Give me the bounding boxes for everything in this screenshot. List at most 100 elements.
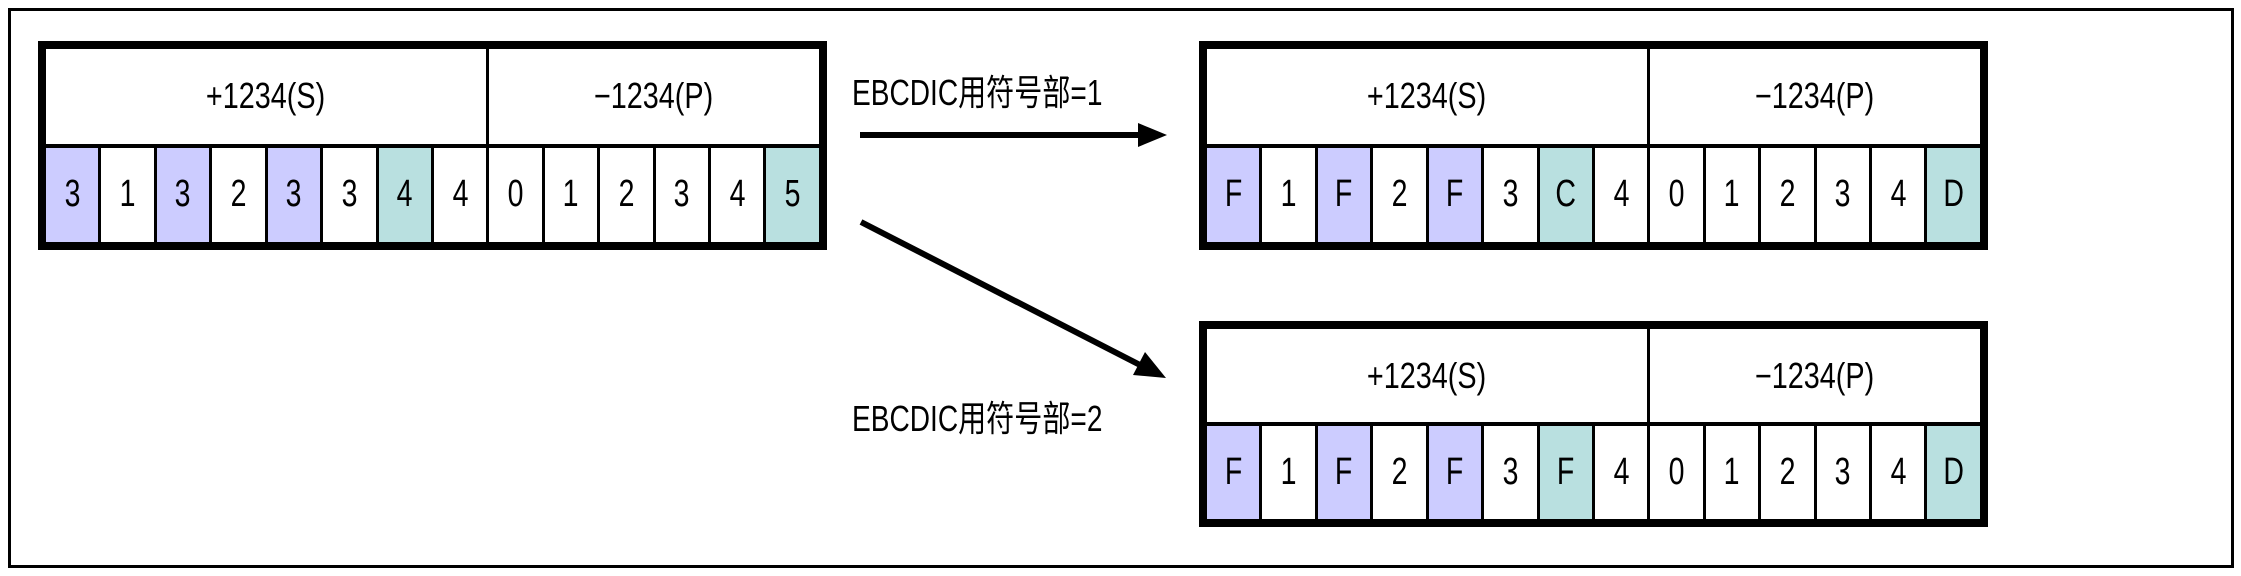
header-row: +1234(S) −1234(P) bbox=[1207, 329, 1980, 426]
digit-nibble-cell: 0 bbox=[1650, 426, 1706, 519]
nibble-value: 0 bbox=[507, 173, 524, 216]
digit-nibble-cell: 4 bbox=[711, 147, 767, 242]
digit-nibble-cell: 1 bbox=[101, 147, 157, 242]
nibble-value: F bbox=[1224, 173, 1242, 216]
zone-nibble-cell: F bbox=[1428, 147, 1485, 242]
sign-nibble-cell: D bbox=[1927, 147, 1980, 242]
digit-nibble-cell: 1 bbox=[1262, 147, 1318, 242]
zoned-header-cell: +1234(S) bbox=[1207, 329, 1650, 422]
nibble-value: 4 bbox=[1890, 173, 1907, 216]
nibble-value: F bbox=[1446, 173, 1464, 216]
nibble-value: F bbox=[1224, 451, 1242, 493]
sign-nibble-cell: C bbox=[1539, 147, 1595, 242]
nibble-value: 1 bbox=[1280, 451, 1297, 493]
digit-nibble-cell: 1 bbox=[1262, 426, 1318, 519]
nibble-value: 3 bbox=[673, 173, 690, 216]
zoned-header-label: +1234(S) bbox=[1367, 354, 1487, 396]
nibble-value: F bbox=[1335, 451, 1353, 493]
sign-nibble-cell: 5 bbox=[766, 147, 819, 242]
nibble-value: 2 bbox=[618, 173, 635, 216]
zone-nibble-cell: F bbox=[1207, 426, 1263, 519]
nibble-value: D bbox=[1943, 173, 1964, 216]
zone-nibble-cell: F bbox=[1317, 147, 1374, 242]
nibble-value: 3 bbox=[1834, 173, 1851, 216]
nibble-value: 0 bbox=[1668, 451, 1685, 493]
zone-nibble-cell: F bbox=[1317, 426, 1374, 519]
nibble-value: 2 bbox=[230, 173, 247, 216]
digit-nibble-cell: 1 bbox=[1706, 426, 1762, 519]
digit-nibble-cell: 1 bbox=[1706, 147, 1762, 242]
nibble-value: 4 bbox=[1613, 173, 1630, 216]
nibble-value: 4 bbox=[729, 173, 746, 216]
conversion-2-label: EBCDIC用符号部=2 bbox=[852, 398, 1103, 439]
header-row: +1234(S) −1234(P) bbox=[46, 49, 819, 148]
header-row: +1234(S) −1234(P) bbox=[1207, 49, 1980, 148]
nibble-value: 1 bbox=[1280, 173, 1297, 216]
zone-nibble-cell: 3 bbox=[267, 147, 324, 242]
nibble-value: 3 bbox=[64, 173, 81, 216]
digit-nibble-cell: 4 bbox=[434, 147, 490, 242]
digit-nibble-cell: 2 bbox=[1373, 147, 1429, 242]
zoned-header-label: +1234(S) bbox=[206, 75, 326, 117]
sign-nibble-cell: D bbox=[1927, 426, 1980, 519]
nibble-value: 1 bbox=[1724, 451, 1740, 493]
nibble-value: C bbox=[1555, 173, 1577, 216]
nibble-value: 3 bbox=[285, 173, 302, 216]
digit-nibble-cell: 2 bbox=[212, 147, 268, 242]
nibble-value: 0 bbox=[1668, 173, 1685, 216]
digit-nibble-cell: 4 bbox=[1595, 147, 1651, 242]
packed-header-label: −1234(P) bbox=[594, 75, 714, 117]
zoned-header-cell: +1234(S) bbox=[1207, 49, 1650, 144]
nibble-value: F bbox=[1557, 451, 1575, 493]
digit-nibble-cell: 3 bbox=[1484, 426, 1540, 519]
nibble-value: 4 bbox=[452, 173, 469, 216]
digit-nibble-cell: 4 bbox=[1872, 426, 1928, 519]
nibble-value: D bbox=[1943, 451, 1964, 493]
nibble-value: 4 bbox=[1890, 451, 1907, 493]
digit-nibble-cell: 3 bbox=[1817, 147, 1873, 242]
conversion-1-label: EBCDIC用符号部=1 bbox=[852, 72, 1103, 113]
digit-nibble-cell: 3 bbox=[1817, 426, 1873, 519]
zone-nibble-cell: F bbox=[1207, 147, 1263, 242]
nibble-value: 2 bbox=[1779, 173, 1796, 216]
packed-header-cell: −1234(P) bbox=[1650, 49, 1980, 144]
nibble-value: 2 bbox=[1391, 173, 1408, 216]
nibble-value: 3 bbox=[341, 173, 358, 216]
nibble-value: F bbox=[1335, 173, 1353, 216]
nibble-value: 4 bbox=[396, 173, 413, 216]
nibble-value: F bbox=[1446, 451, 1464, 493]
digit-nibble-cell: 2 bbox=[600, 147, 656, 242]
nibble-value: 2 bbox=[1779, 451, 1796, 493]
nibble-value: 3 bbox=[175, 173, 191, 216]
diagram-frame bbox=[8, 8, 2234, 568]
sign-nibble-cell: 4 bbox=[378, 147, 434, 242]
digit-nibble-cell: 3 bbox=[1484, 147, 1540, 242]
sign-nibble-cell: F bbox=[1539, 426, 1595, 519]
nibble-value: 1 bbox=[1724, 173, 1740, 216]
zone-nibble-cell: 3 bbox=[46, 147, 102, 242]
nibble-value: 3 bbox=[1502, 173, 1519, 216]
nibble-value: 2 bbox=[1391, 451, 1408, 493]
packed-header-cell: −1234(P) bbox=[489, 49, 819, 144]
nibble-value: 4 bbox=[1613, 451, 1630, 493]
packed-header-cell: −1234(P) bbox=[1650, 329, 1980, 422]
digit-nibble-cell: 3 bbox=[323, 147, 379, 242]
zone-nibble-cell: 3 bbox=[156, 147, 213, 242]
nibble-value: 3 bbox=[1834, 451, 1851, 493]
digit-nibble-cell: 4 bbox=[1595, 426, 1651, 519]
digit-nibble-cell: 0 bbox=[1650, 147, 1706, 242]
digit-nibble-cell: 1 bbox=[545, 147, 601, 242]
packed-header-label: −1234(P) bbox=[1755, 354, 1875, 396]
digit-nibble-cell: 2 bbox=[1373, 426, 1429, 519]
digit-nibble-cell: 3 bbox=[656, 147, 712, 242]
zone-nibble-cell: F bbox=[1428, 426, 1485, 519]
nibble-value: 1 bbox=[119, 173, 136, 216]
digit-nibble-cell: 4 bbox=[1872, 147, 1928, 242]
packed-header-label: −1234(P) bbox=[1755, 75, 1875, 117]
zoned-header-label: +1234(S) bbox=[1367, 75, 1487, 117]
